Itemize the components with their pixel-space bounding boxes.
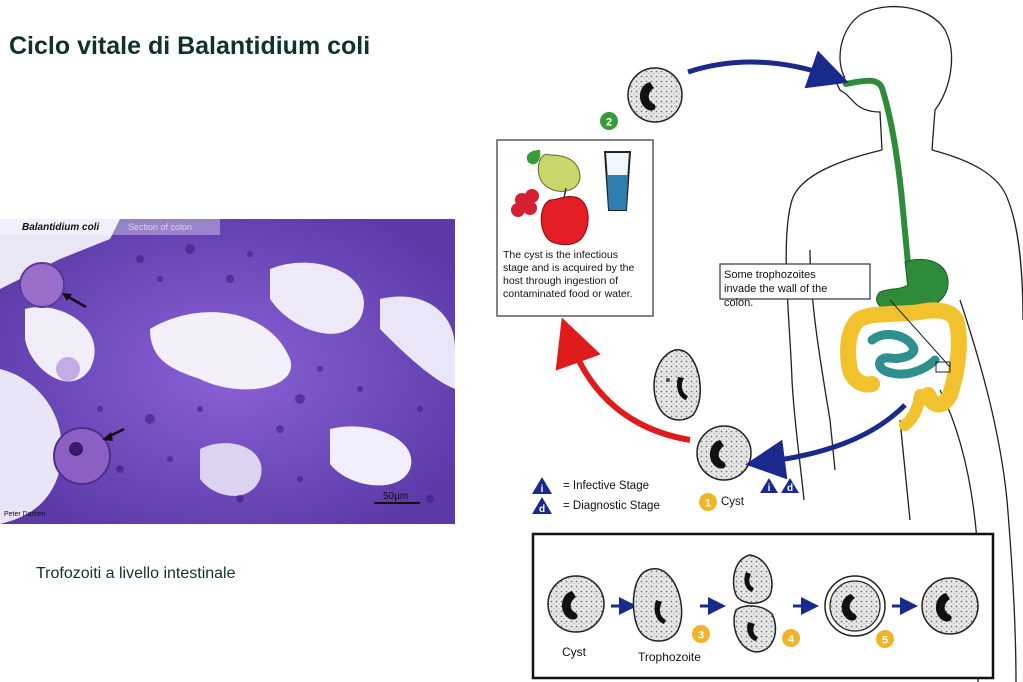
- arrow-to-mouth: [687, 50, 849, 89]
- cyst-infective-letter: i: [768, 483, 771, 494]
- stage-number-1: 1: [705, 498, 711, 510]
- page-title: Ciclo vitale di Balantidium coli: [9, 32, 371, 60]
- food-illustration: [511, 150, 632, 246]
- life-cycle-graphics: 2 1 3 4 5 i d i d: [496, 5, 1023, 682]
- bottom-cyst-label: Cyst: [562, 645, 586, 659]
- arrow-to-cyst: [745, 403, 907, 480]
- badge-stage-4: [782, 629, 800, 647]
- small-intestine: [867, 330, 940, 379]
- food-box-text: The cyst is the infectious stage and is …: [503, 249, 635, 300]
- cyst-label: Cyst: [721, 496, 744, 508]
- bottom-cyst: [547, 575, 605, 633]
- invade-box: [719, 263, 871, 300]
- invade-box-text: Some trophozoites invade the wall of the…: [724, 269, 828, 309]
- badge-diagnostic: [781, 478, 799, 493]
- micrograph-caption: Trofozoiti a livello intestinale: [36, 565, 236, 582]
- legend-diagnostic-text: = Diagnostic Stage: [563, 500, 660, 512]
- legend-diagnostic-triangle: [532, 497, 552, 514]
- bottom-trophozoite-label: Trophozoite: [638, 650, 701, 664]
- badge-stage-3: [692, 625, 710, 643]
- micrograph-tissue: [0, 219, 455, 524]
- badge-infective: [760, 478, 778, 493]
- stage-number-5: 5: [882, 635, 888, 647]
- legend-infective-triangle: [532, 477, 552, 494]
- micrograph-image: Balantidium coli Section of colon 50µm P…: [0, 219, 455, 524]
- trophozoite-side: [653, 349, 701, 421]
- badge-stage-5: [876, 630, 894, 648]
- badge-stage-2: [600, 112, 618, 130]
- colon: [840, 302, 967, 413]
- cyst-stage-1: [696, 425, 752, 481]
- micrograph-section-label: Section of colon: [128, 222, 193, 232]
- legend-infective-letter: i: [541, 484, 544, 495]
- micrograph-scale-label: 50µm: [383, 491, 409, 502]
- cyst-diagnostic-letter: d: [787, 483, 793, 494]
- micrograph-credit: Peter Darben: [4, 511, 46, 518]
- legend-infective-text: = Infective Stage: [563, 480, 649, 492]
- esophagus: [843, 77, 913, 288]
- legend-diagnostic-letter: d: [539, 504, 545, 515]
- cyst-top: [627, 67, 683, 123]
- bottom-encysting: [824, 575, 886, 637]
- badge-stage-1: [699, 493, 717, 511]
- arrow-to-food: [555, 317, 691, 443]
- bottom-cyst-final: [921, 577, 979, 635]
- micrograph-organism-label: Balantidium coli: [22, 222, 100, 233]
- bottom-dividing-trophozoite: [732, 554, 777, 653]
- stage-number-4: 4: [788, 634, 795, 646]
- stage-number-2: 2: [606, 117, 612, 129]
- stage-number-3: 3: [698, 630, 704, 642]
- bottom-trophozoite: [632, 568, 683, 642]
- life-cycle-diagram: 2 1 3 4 5 i d i d The cyst is the infect…: [480, 0, 1023, 682]
